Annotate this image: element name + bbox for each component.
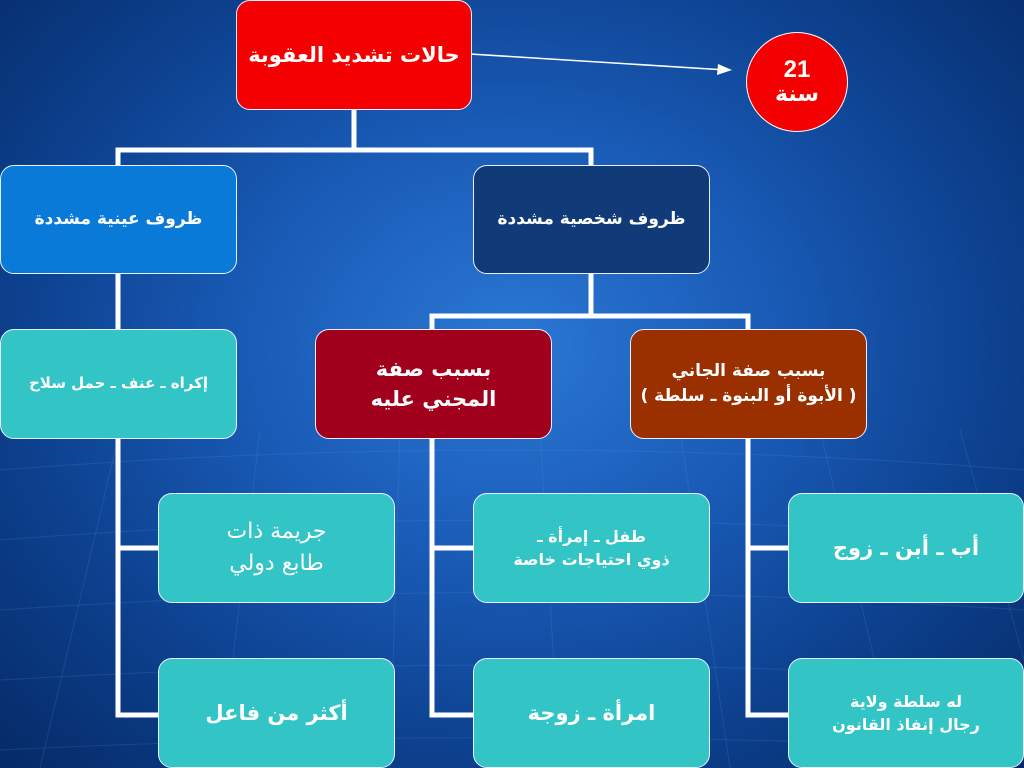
material-circumstances-label: ظروف عينية مشددة [34,209,203,230]
root-node: حالات تشديد العقوبة [236,0,472,110]
offender-item-1: أب ـ أبن ـ زوج [788,493,1024,603]
offender-status-node: بسبب صفة الجاني ( الأبوة أو البنوة ـ سلط… [630,329,867,439]
material-item-2: جريمة ذات طابع دولي [158,493,395,603]
victim-status-label: بسبب صفة المجني عليه [370,356,497,411]
material-item-3: أكثر من فاعل [158,658,395,768]
offender-status-label: بسبب صفة الجاني ( الأبوة أو البنوة ـ سلط… [640,361,857,406]
personal-circumstances-label: ظروف شخصية مشددة [497,209,686,230]
victim-item-2-label: امرأة ـ زوجة [527,700,656,725]
material-item-1-label: إكراه ـ عنف ـ حمل سلاح [29,374,208,393]
age-badge-unit: سنة [775,82,819,108]
material-circumstances-node: ظروف عينية مشددة [0,165,237,274]
root-label: حالات تشديد العقوبة [248,42,460,67]
material-item-3-label: أكثر من فاعل [205,700,348,725]
age-badge-number: 21 [783,55,811,83]
age-badge: 21 سنة [746,32,848,132]
age-arrow [469,53,732,75]
victim-item-1: طفل ـ إمرأة ـ ذوي احتياجات خاصة [473,493,710,603]
personal-circumstances-node: ظروف شخصية مشددة [473,165,710,274]
victim-item-2: امرأة ـ زوجة [473,658,710,768]
offender-item-2: له سلطة ولاية رجال إنفاذ القانون [788,658,1024,768]
material-item-2-label: جريمة ذات طابع دولي [226,519,327,576]
victim-status-node: بسبب صفة المجني عليه [315,329,552,439]
offender-item-1-label: أب ـ أبن ـ زوج [832,535,980,560]
offender-item-2-label: له سلطة ولاية رجال إنفاذ القانون [832,691,980,734]
victim-item-1-label: طفل ـ إمرأة ـ ذوي احتياجات خاصة [513,526,670,569]
material-item-1: إكراه ـ عنف ـ حمل سلاح [0,329,237,439]
